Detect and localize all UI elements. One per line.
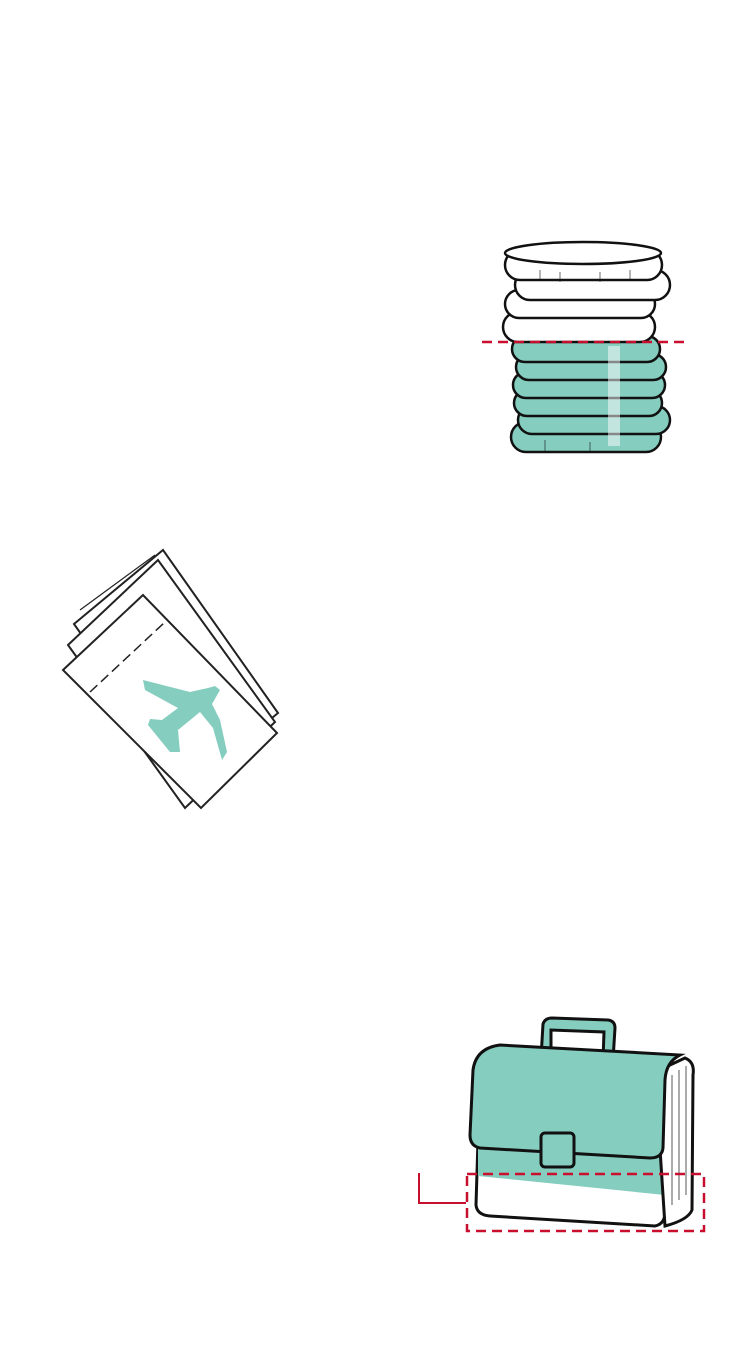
coin-stack-icon xyxy=(501,240,672,454)
briefcase-dashed-highlight xyxy=(418,1172,706,1233)
airplane-icon xyxy=(143,680,227,760)
briefcase-icon xyxy=(468,1016,695,1228)
plane-tickets-icon xyxy=(61,548,280,810)
